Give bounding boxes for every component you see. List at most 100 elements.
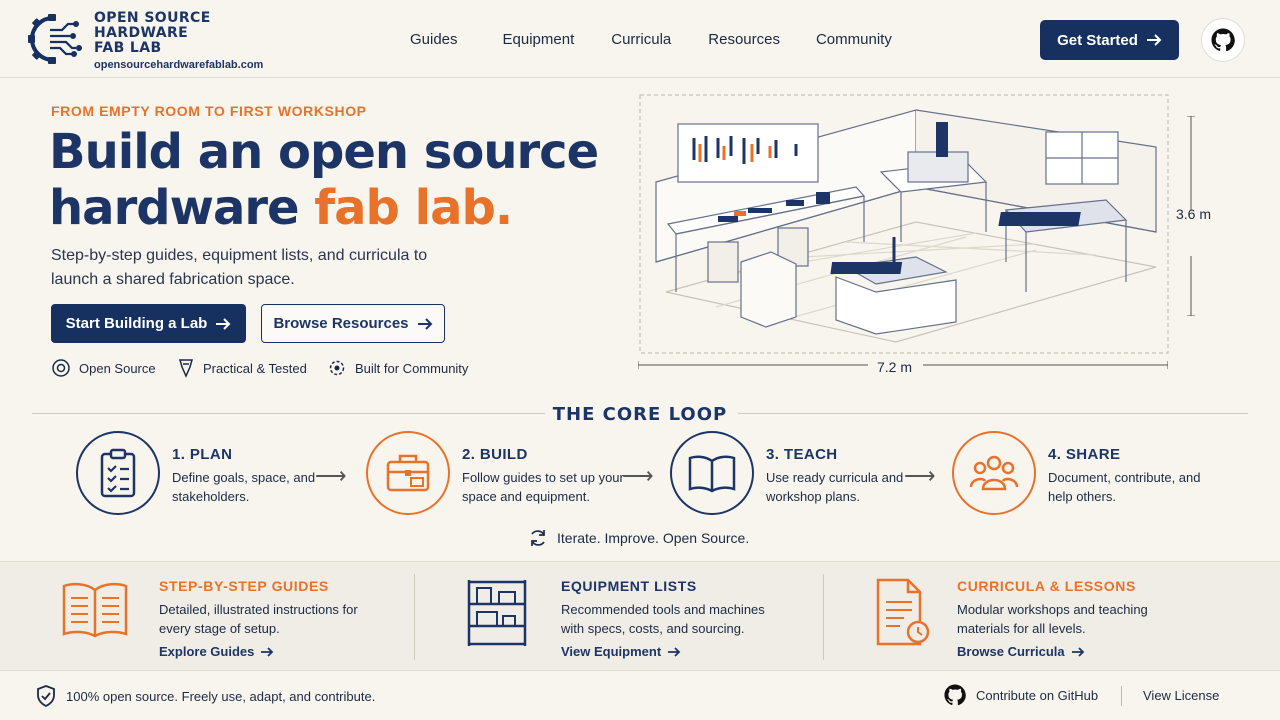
badge-label: Open Source: [79, 360, 156, 376]
feature-guides: STEP-BY-STEP GUIDES Detailed, illustrate…: [0, 562, 414, 672]
browse-curricula-link[interactable]: Browse Curricula: [957, 644, 1085, 659]
github-button[interactable]: [1201, 18, 1245, 62]
feature-desc: Detailed, illustrated instructions for e…: [159, 602, 358, 636]
shield-check-icon: [37, 685, 55, 708]
badge-label: Built for Community: [355, 360, 469, 376]
start-building-button[interactable]: Start Building a Lab: [51, 304, 246, 343]
step-plan-title: 1. PLAN: [172, 446, 233, 463]
site-header: OPEN SOURCE HARDWARE FAB LAB opensourceh…: [0, 0, 1280, 78]
width-dimension-label: 7.2 m: [877, 359, 913, 375]
brand-url: opensourcehardwarefablab.com: [94, 59, 264, 71]
fab-lab-floorplan-illustration: 3.6 m 7.2 m: [636, 92, 1236, 382]
divider: [1121, 686, 1122, 706]
arrow-right-icon: ⟶: [315, 463, 347, 488]
gear-circuit-logo-icon[interactable]: [26, 12, 84, 66]
contribute-github-link[interactable]: Contribute on GitHub: [944, 684, 1098, 706]
divider: [823, 574, 824, 660]
feature-title: CURRICULA & LESSONS: [957, 578, 1136, 594]
width-dimension-line: [638, 361, 1168, 369]
step-plan-circle: [76, 431, 160, 515]
open-book-lines-icon: [62, 582, 128, 638]
step-share-desc: Document, contribute, and help others.: [1048, 470, 1201, 504]
height-dimension-line: [1187, 116, 1195, 316]
open-source-note-text: 100% open source. Freely use, adapt, and…: [66, 688, 376, 704]
hero-title: Build an open source hardware fab lab.: [49, 124, 609, 236]
arrow-right-icon: ⟶: [904, 463, 936, 488]
divider: [414, 574, 415, 660]
gear-community-icon: [329, 360, 345, 376]
open-source-note: 100% open source. Freely use, adapt, and…: [36, 684, 375, 708]
badge-practical-tested: Practical & Tested: [177, 358, 307, 378]
feature-title: EQUIPMENT LISTS: [561, 578, 697, 594]
height-dimension-label: 3.6 m: [1176, 206, 1212, 222]
refresh-cycle-icon: [531, 530, 545, 546]
github-link-label: Contribute on GitHub: [976, 687, 1099, 703]
brand-name: OPEN SOURCE HARDWARE FAB LAB: [94, 10, 211, 56]
shield-tool-icon: [179, 359, 193, 378]
workshop-isometric-drawing: [639, 94, 1169, 354]
github-icon: [944, 684, 966, 706]
arrow-right-icon: [261, 646, 274, 657]
hero-title-main: Build an open source hardware: [49, 124, 599, 236]
arrow-right-icon: [216, 317, 231, 330]
arrow-right-icon: [417, 317, 432, 330]
step-build-circle: [366, 431, 450, 515]
nav-community[interactable]: Community: [815, 31, 892, 48]
hero-eyebrow: FROM EMPTY ROOM TO FIRST WORKSHOP: [51, 103, 367, 119]
badge-built-for-community: Built for Community: [327, 358, 468, 378]
start-building-label: Start Building a Lab: [65, 315, 208, 332]
view-equipment-link[interactable]: View Equipment: [561, 644, 681, 659]
step-plan-desc: Define goals, space, and stakeholders.: [172, 470, 316, 504]
main-nav: Guides Equipment Curricula Resources Com…: [410, 31, 892, 48]
nav-guides[interactable]: Guides: [410, 31, 458, 48]
core-loop-title: THE CORE LOOP: [552, 404, 728, 425]
step-share-title: 4. SHARE: [1048, 446, 1121, 463]
community-icon: [969, 455, 1019, 491]
view-license-link[interactable]: View License: [1143, 688, 1220, 703]
step-teach-circle: [670, 431, 754, 515]
shelving-unit-icon: [467, 580, 527, 646]
feature-desc: Recommended tools and machines with spec…: [561, 602, 765, 636]
step-share-circle: [952, 431, 1036, 515]
link-label: Browse Curricula: [957, 644, 1065, 659]
arrow-right-icon: ⟶: [622, 463, 654, 488]
document-gear-icon: [876, 578, 930, 646]
step-teach-desc: Use ready curricula and workshop plans.: [766, 470, 904, 504]
iterate-label: Iterate. Improve. Open Source.: [557, 530, 750, 546]
feature-title: STEP-BY-STEP GUIDES: [159, 578, 329, 594]
explore-guides-link[interactable]: Explore Guides: [159, 644, 274, 659]
hero-title-highlight: fab lab.: [314, 180, 513, 236]
iterate-note: Iterate. Improve. Open Source.: [528, 528, 749, 548]
toolbox-icon: [386, 454, 430, 492]
divider: [32, 413, 545, 414]
get-started-button[interactable]: Get Started: [1040, 20, 1179, 60]
brand[interactable]: OPEN SOURCE HARDWARE FAB LAB opensourceh…: [94, 10, 294, 72]
features-band: STEP-BY-STEP GUIDES Detailed, illustrate…: [0, 561, 1280, 671]
browse-resources-button[interactable]: Browse Resources: [261, 304, 445, 343]
badge-open-source: Open Source: [51, 358, 156, 378]
github-icon: [1211, 28, 1235, 52]
arrow-right-icon: [668, 646, 681, 657]
badge-label: Practical & Tested: [203, 360, 307, 376]
step-teach-title: 3. TEACH: [766, 446, 838, 463]
site-footer: 100% open source. Freely use, adapt, and…: [0, 672, 1280, 720]
feature-desc: Modular workshops and teaching materials…: [957, 602, 1148, 636]
link-label: Explore Guides: [159, 644, 255, 659]
browse-resources-label: Browse Resources: [273, 315, 409, 332]
step-build-title: 2. BUILD: [462, 446, 528, 463]
nav-resources[interactable]: Resources: [708, 31, 780, 48]
arrow-right-icon: [1071, 646, 1084, 657]
arrow-right-icon: [1146, 34, 1162, 46]
feature-curricula: CURRICULA & LESSONS Modular workshops an…: [824, 562, 1280, 672]
feature-equipment: EQUIPMENT LISTS Recommended tools and ma…: [415, 562, 823, 672]
clipboard-checklist-icon: [100, 448, 136, 498]
nav-equipment[interactable]: Equipment: [502, 31, 575, 48]
nav-curricula[interactable]: Curricula: [611, 31, 672, 48]
link-label: View Equipment: [561, 644, 662, 659]
divider: [738, 413, 1248, 414]
open-book-icon: [688, 455, 736, 493]
open-source-icon: [52, 359, 70, 377]
step-build-desc: Follow guides to set up your space and e…: [462, 470, 624, 504]
hero-subtitle: Step-by-step guides, equipment lists, an…: [51, 247, 428, 288]
get-started-label: Get Started: [1057, 31, 1138, 49]
